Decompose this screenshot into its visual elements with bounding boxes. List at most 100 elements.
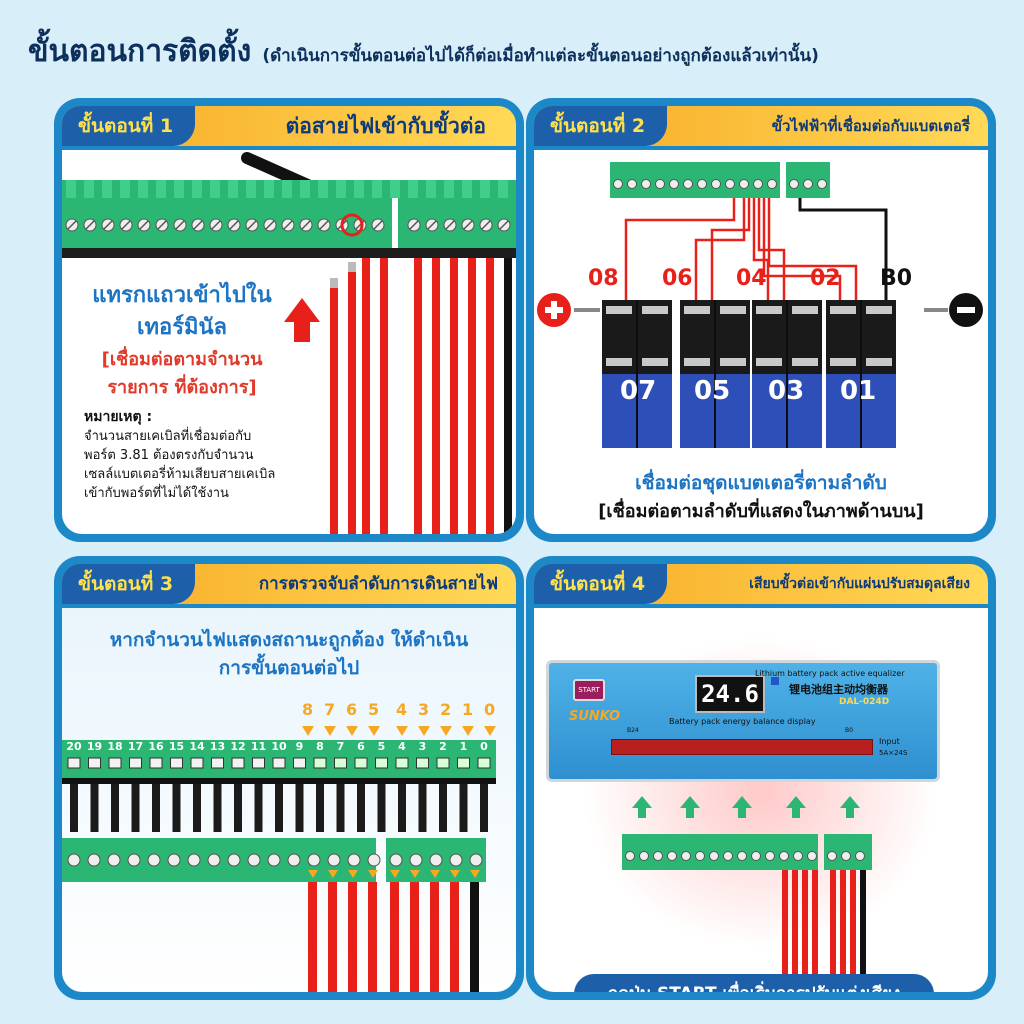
terminal-fin [156, 180, 166, 198]
screw-slot [301, 220, 311, 230]
led-indicator [67, 757, 81, 769]
down-arrow-icon [440, 726, 452, 736]
loose-red-wire [330, 286, 338, 534]
terminal-fin [444, 180, 454, 198]
terminal-fin [300, 180, 310, 198]
battery-terminal-label: 01 [840, 376, 877, 406]
screw-slot [319, 220, 329, 230]
red-wire [840, 870, 846, 992]
black-wire [798, 198, 888, 310]
terminal-number: 0 [480, 740, 488, 753]
screw-icon [187, 853, 201, 867]
screw-slot [499, 220, 509, 230]
down-arrow-icon [324, 726, 336, 736]
down-arrow-icon [418, 726, 430, 736]
screw-icon [765, 851, 775, 861]
busbar-icon [830, 358, 856, 366]
screw-icon [287, 853, 301, 867]
busbar-icon [684, 306, 710, 314]
terminal-fin [228, 180, 238, 198]
red-wire [762, 198, 842, 310]
terminal-number: 14 [189, 740, 205, 753]
red-wire [850, 870, 856, 992]
busbar-icon [642, 306, 668, 314]
screw-icon [367, 853, 381, 867]
header-pin [152, 784, 160, 832]
led-indicator [313, 757, 327, 769]
terminal-number: 8 [316, 740, 324, 753]
red-wire [430, 882, 439, 992]
device-name-en: Lithium battery pack active equalizer [755, 669, 905, 678]
busbar-icon [684, 358, 710, 366]
screw-icon [67, 853, 81, 867]
screw-icon [347, 853, 361, 867]
screw-slot [103, 220, 113, 230]
screw-icon [789, 179, 799, 189]
step4-illustration [622, 796, 872, 992]
start-button[interactable]: START [573, 679, 605, 701]
page-header: ขั้นตอนการติดตั้ง (ดำเนินการขั้นตอนต่อไป… [28, 28, 819, 75]
step1-content: แทรกแถวเข้าไปใน เทอร์มินัล [เชื่อมต่อตาม… [62, 150, 516, 534]
terminal-fin [480, 180, 490, 198]
terminal-fin [318, 180, 328, 198]
header-pin [336, 784, 345, 832]
led-indicator [457, 757, 470, 769]
screw-slot [193, 220, 203, 230]
down-arrow-icon [368, 870, 378, 878]
battery-terminal-label: 08 [588, 266, 619, 291]
screw-slot [427, 220, 437, 230]
terminal-indicator-illustration [62, 726, 496, 992]
step3-panel: ขั้นตอนที่ 3 การตรวจจับลำดับการเดินสายไฟ… [54, 556, 524, 1000]
busbar-icon [720, 358, 746, 366]
terminal-fin [372, 180, 382, 198]
screw-icon [653, 851, 663, 861]
busbar-icon [606, 306, 632, 314]
led-indicator [416, 757, 429, 769]
input-port-strip[interactable] [611, 739, 873, 755]
red-wire [450, 258, 458, 534]
terminal-number: 20 [66, 740, 82, 753]
screw-icon [725, 179, 735, 189]
busbar-icon [866, 358, 892, 366]
led-indicator [436, 757, 450, 769]
header-pin [234, 784, 242, 832]
led-indicator [149, 757, 163, 769]
display-caption: Battery pack energy balance display [669, 717, 816, 726]
header-pin [357, 784, 365, 832]
red-wire [802, 870, 808, 992]
header-pin [172, 784, 181, 832]
step3-header-bar: ขั้นตอนที่ 3 การตรวจจับลำดับการเดินสายไฟ [62, 564, 516, 604]
insert-text: แทรกแถวเข้าไปใน เทอร์มินัล [92, 283, 272, 340]
down-arrow-icon [450, 870, 460, 878]
step3-instruction: หากจำนวนไฟแสดงสถานะถูกต้อง ให้ดำเนิน การ… [109, 629, 469, 679]
terminal-base [62, 248, 516, 258]
screw-slot [445, 220, 455, 230]
screw-icon [695, 851, 705, 861]
screw-icon [827, 851, 837, 861]
step2-header-bar: ขั้นตอนที่ 2 ขั้วไฟฟ้าที่เชื่อมต่อกับแบต… [534, 106, 988, 146]
step3-label: ขั้นตอนที่ 3 [62, 564, 196, 604]
step3-title: การตรวจจับลำดับการเดินสายไฟ [258, 574, 498, 594]
battery-divider [714, 300, 716, 448]
screw-slot [409, 220, 419, 230]
red-wire [782, 870, 788, 992]
battery-terminal-label: 07 [620, 376, 657, 406]
screw-icon [267, 853, 281, 867]
orange-channel-number: 2 [440, 700, 452, 719]
terminal-fin [264, 180, 274, 198]
display-button[interactable] [771, 677, 779, 685]
screw-slot [139, 220, 149, 230]
voltage-display: 24.6 [695, 675, 765, 713]
screw-slot [481, 220, 491, 230]
screw-icon [207, 853, 221, 867]
screw-icon [793, 851, 803, 861]
screw-icon [107, 853, 121, 867]
step4-panel: ขั้นตอนที่ 4 เสียบขั้วต่อเข้ากับแผ่นปรับ… [526, 556, 996, 1000]
screw-slot [157, 220, 167, 230]
stripped-wire-end [348, 262, 356, 272]
screw-icon [803, 179, 813, 189]
led-indicator [252, 757, 265, 769]
battery-divider [860, 300, 862, 448]
orange-channel-number: 3 [418, 700, 430, 719]
up-arrow-icon [840, 796, 860, 818]
